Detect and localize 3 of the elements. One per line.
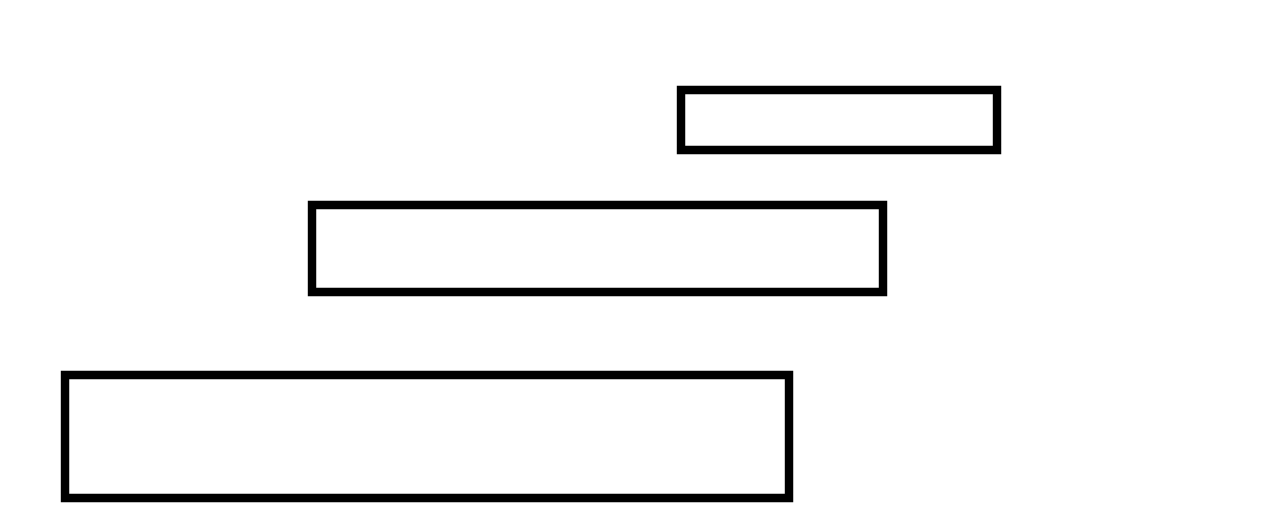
empty-box xyxy=(676,85,1002,155)
empty-box xyxy=(307,200,888,297)
empty-box xyxy=(60,370,794,503)
